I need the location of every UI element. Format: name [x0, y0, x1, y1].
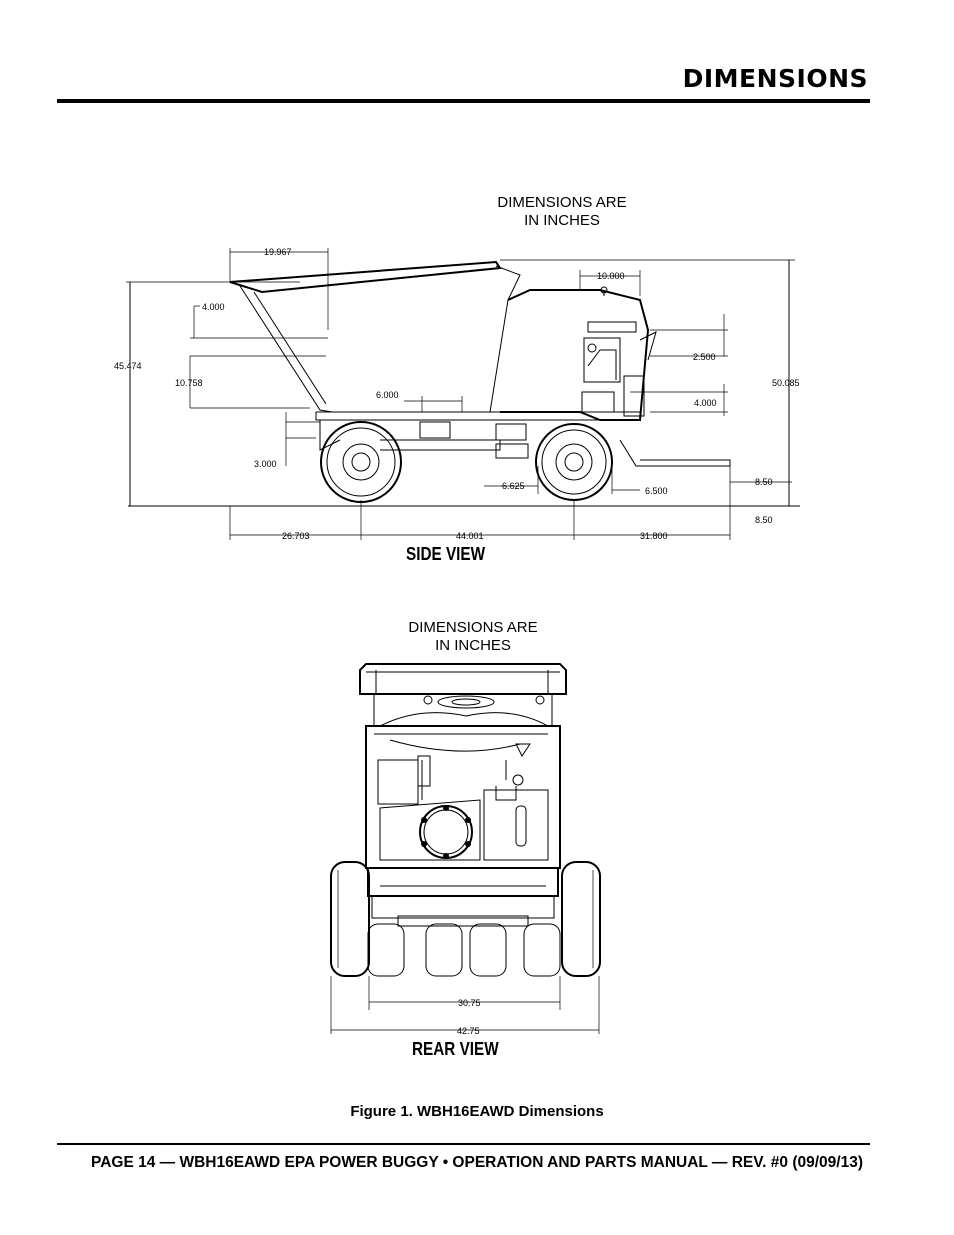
dim-10000: 10.000 [597, 271, 625, 281]
dim-6500: 6.500 [645, 486, 668, 496]
rear-note-line2: IN INCHES [435, 637, 511, 654]
page-footer: PAGE 14 — WBH16EAWD EPA POWER BUGGY • OP… [91, 1154, 863, 1171]
figure-caption: Figure 1. WBH16EAWD Dimensions [350, 1103, 604, 1120]
dim-3000: 3.000 [254, 459, 277, 469]
dim-6625: 6.625 [502, 481, 525, 491]
dim-3075: 30.75 [458, 998, 481, 1008]
section-title: DIMENSIONS [682, 64, 868, 93]
dim-4000-right: 4.000 [694, 398, 717, 408]
dim-4275: 42.75 [457, 1026, 480, 1036]
side-note-line1: DIMENSIONS ARE [497, 194, 627, 211]
dim-6000: 6.000 [376, 390, 399, 400]
rear-view-note: DIMENSIONS ARE IN INCHES [373, 619, 573, 655]
dim-19967: 19.967 [264, 247, 292, 257]
dim-31800: 31.800 [640, 531, 668, 541]
rear-view-label: REAR VIEW [412, 1039, 499, 1059]
dim-2500: 2.500 [693, 352, 716, 362]
dim-26703: 26.703 [282, 531, 310, 541]
side-view-label: SIDE VIEW [406, 544, 486, 564]
side-view-note: DIMENSIONS ARE IN INCHES [462, 194, 662, 230]
dim-50085: 50.085 [772, 378, 800, 388]
side-view-drawing: 19.967 4.000 45.474 10.758 6.000 3.000 1… [114, 247, 800, 541]
dim-850-upper: 8.50 [755, 477, 773, 487]
rear-view-drawing: 30.75 42.75 [330, 663, 601, 1036]
dim-10758: 10.758 [175, 378, 203, 388]
dim-4000-left: 4.000 [202, 302, 225, 312]
dim-45474: 45.474 [114, 361, 142, 371]
side-note-line2: IN INCHES [524, 212, 600, 229]
rear-note-line1: DIMENSIONS ARE [408, 619, 538, 636]
footer-rule [57, 1143, 870, 1145]
dim-850-lower: 8.50 [755, 515, 773, 525]
header-rule [57, 99, 870, 103]
dim-44001: 44.001 [456, 531, 484, 541]
